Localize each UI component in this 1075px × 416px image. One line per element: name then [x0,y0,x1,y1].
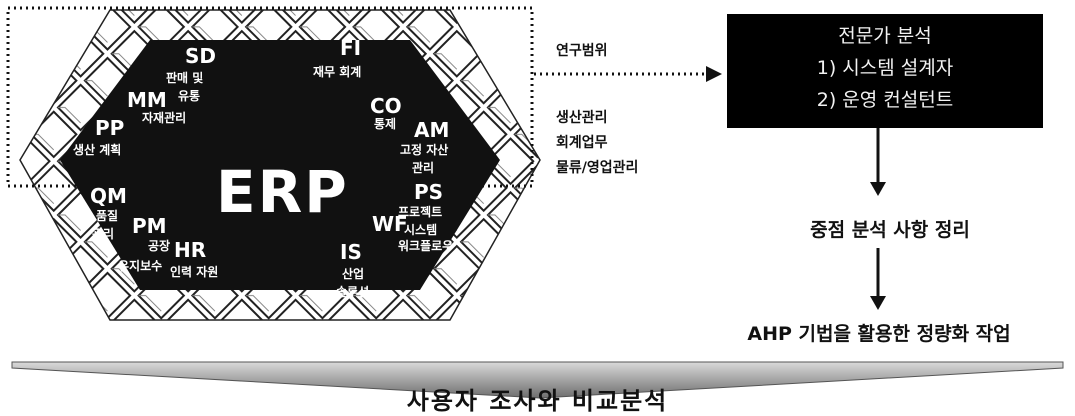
module-qm-desc: 품질 [96,209,119,223]
ahp-step: AHP 기법을 활용한 정량화 작업 [747,323,1011,345]
module-pm-desc2: 유지보수 [118,259,163,273]
module-am-desc2: 관리 [412,161,435,175]
module-mm-code: MM [127,88,167,112]
expert-box-line2: 2) 운영 컨설턴트 [816,89,954,111]
scope-item-logistics: 물류/영업관리 [556,160,639,176]
module-pm-code: PM [132,214,167,238]
module-pp-code: PP [95,116,125,140]
expert-analysis-box: 전문가 분석 1) 시스템 설계자 2) 운영 컨설턴트 [727,14,1043,128]
module-am-code: AM [414,118,450,142]
arrow-summary-to-ahp-head [870,296,886,310]
module-wf-desc: 워크플로우 [398,239,454,253]
module-mm-desc: 자재관리 [142,111,187,125]
module-pm-desc: 공장 [148,239,171,253]
arrow-expert-to-summary-head [870,182,886,196]
erp-label: ERP [216,158,349,226]
summary-step: 중점 분석 사항 정리 [810,219,970,241]
research-scope-box [6,6,534,188]
module-fi-desc: 재무 회계 [313,65,362,79]
module-sd-code: SD [185,44,217,68]
module-sd: SD [185,46,216,66]
expert-box-line1: 1) 시스템 설계자 [816,57,954,79]
comparison-banner-shape [11,361,1064,399]
module-ps-desc: 프로젝트 [398,205,443,219]
module-ps-desc2: 시스템 [404,223,438,237]
module-qm-code: QM [90,184,127,208]
module-sd-desc: 판매 및 [166,71,204,85]
module-is-desc2: 솔루션 [336,285,370,299]
research-scope-label: 연구범위 [556,43,608,59]
scope-item-accounting: 회계업무 [556,135,608,151]
module-wf-code: WF [372,212,408,236]
scope-item-production: 생산관리 [556,110,608,126]
erp-dark-core [60,40,500,290]
module-co-code: CO [370,94,402,118]
research-scope-list: 생산관리 회계업무 물류/영업관리 [556,106,638,181]
comparison-banner-label: 사용자 조사와 비교분석 [406,387,669,415]
expert-box-title: 전문가 분석 [838,25,932,47]
module-am-desc: 고정 자산 [400,143,449,157]
module-hr-code: HR [174,238,207,262]
module-is-code: IS [340,240,362,264]
module-ps-code: PS [414,180,444,204]
module-sd-desc2: 유통 [178,89,201,103]
module-hr-desc: 인력 자원 [170,265,219,279]
module-co-desc: 통제 [374,117,397,131]
module-is-desc: 산업 [342,267,365,281]
module-fi-code: FI [340,36,362,60]
module-qm-desc2: 관리 [92,227,115,241]
scope-arrow-head [706,66,722,82]
module-pp-desc: 생산 계획 [73,143,122,157]
